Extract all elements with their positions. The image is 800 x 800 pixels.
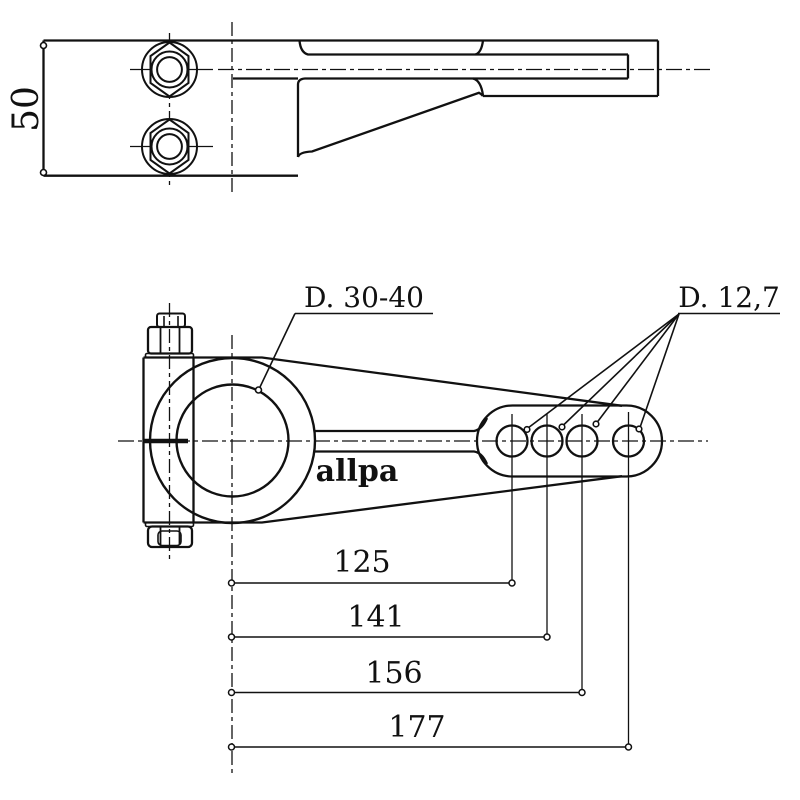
top-bolt-cap — [156, 312, 186, 328]
hole-leader-dot-2 — [558, 423, 566, 431]
dim-dot — [578, 688, 586, 697]
web-taper-line — [296, 91, 484, 158]
dimension-156-label: 156 — [365, 656, 422, 691]
brand-text: allpa — [316, 454, 399, 489]
lower-hex-outline — [149, 118, 190, 175]
dim-dot — [227, 743, 236, 751]
dim-dot — [508, 579, 516, 587]
dim-dot — [39, 168, 48, 177]
length-dimension-lines — [227, 579, 633, 751]
dim-dot — [227, 579, 236, 587]
hole-diameter-leader — [523, 312, 780, 434]
neck-bottom-line — [296, 77, 628, 85]
rod-hole-3 — [565, 424, 599, 458]
neck-top-edge — [314, 417, 489, 433]
clamp-width-dimension — [39, 41, 48, 177]
dim-dot — [624, 743, 633, 751]
bottom-bolt-recess — [157, 530, 182, 547]
lower-nut-thread-circle — [150, 127, 189, 166]
hole-leader-dot-4 — [635, 425, 643, 433]
rod-hole-1 — [495, 424, 529, 458]
dim-dot — [39, 41, 48, 50]
dimension-125-label: 125 — [333, 545, 390, 580]
hole-leader-dot-3 — [592, 420, 600, 428]
plan-clamp-bracket — [142, 312, 623, 549]
neck-bottom-right-fillet — [472, 77, 485, 96]
bore-diameter-leader — [254, 312, 433, 394]
side-view — [39, 22, 710, 192]
bottom-bolt-hex-head — [146, 525, 194, 549]
dim-dot — [227, 688, 236, 697]
hole-leader-line-4 — [639, 313, 680, 428]
lower-nut-bore-circle — [156, 133, 183, 160]
dimension-141-label: 141 — [347, 600, 404, 635]
top-bolt-washer — [144, 352, 195, 359]
side-view-outline — [42, 39, 660, 177]
neck-top-right-fillet — [475, 40, 485, 56]
bore-diameter-label: D. 30-40 — [304, 281, 424, 314]
paddle-outline — [475, 404, 664, 478]
side-view-centerlines — [130, 22, 710, 192]
boss-bore-circle — [175, 383, 290, 498]
upper-nut-bore-circle — [156, 56, 183, 83]
arm-neck-and-paddle — [314, 404, 664, 478]
hole-leader-line-3 — [596, 313, 680, 423]
upper-nut-thread-circle — [150, 50, 189, 89]
clamp-boss — [148, 356, 317, 525]
dim-dot — [227, 633, 236, 641]
hole-leader-line-1 — [527, 313, 680, 429]
bore-leader-line — [259, 313, 296, 388]
rod-hole-4 — [611, 424, 646, 458]
boss-top-profile — [143, 356, 623, 407]
dimension-177-label: 177 — [388, 710, 445, 745]
neck-top-line — [298, 40, 628, 56]
boss-outer-circle — [148, 356, 317, 525]
rod-hole-2 — [530, 424, 564, 458]
hole-diameter-label: D. 12,7 — [678, 281, 780, 314]
upper-hex-outline — [149, 41, 190, 98]
plan-view-centerlines — [118, 303, 708, 775]
plan-view — [118, 303, 780, 775]
dim-dot — [543, 633, 551, 641]
clamp-width-dimension-label: 50 — [6, 86, 47, 132]
lower-hex-nut — [141, 118, 198, 175]
bore-leader-dot — [254, 386, 263, 394]
hole-leader-dot-1 — [523, 425, 531, 434]
hole-leader-line-2 — [562, 313, 680, 427]
upper-hex-nut — [141, 41, 198, 98]
